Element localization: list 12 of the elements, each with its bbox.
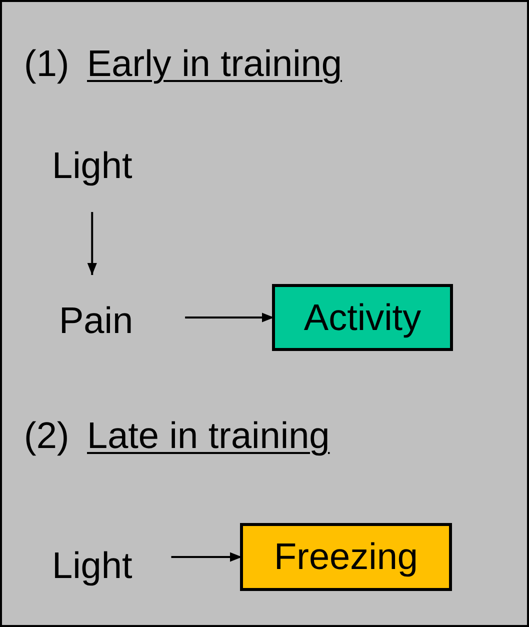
process-box: Freezing — [240, 523, 452, 591]
section-number: (1) — [24, 42, 70, 86]
section-number: (2) — [24, 414, 70, 458]
node-label: Light — [52, 144, 132, 188]
node-label: Light — [52, 544, 132, 588]
node-label: Pain — [59, 299, 134, 343]
process-box: Activity — [272, 284, 453, 351]
arrow — [185, 312, 274, 322]
section-heading: Early in training — [87, 42, 342, 86]
arrow — [171, 552, 242, 562]
section-heading: Late in training — [87, 414, 330, 458]
arrow — [87, 212, 97, 275]
